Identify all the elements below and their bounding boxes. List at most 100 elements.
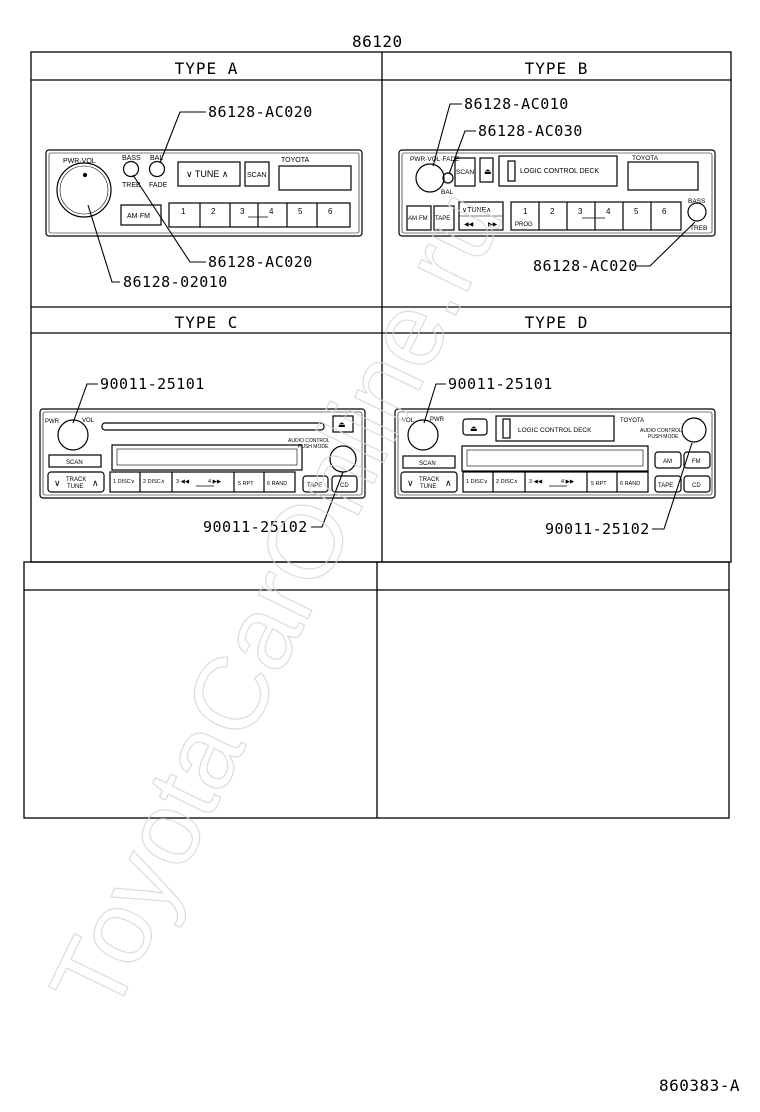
am-fm-button [406, 205, 432, 231]
label-push-mode: PUSH MODE [648, 434, 679, 440]
label-fade: FADE [149, 182, 168, 189]
cd-button [683, 475, 711, 493]
cassette-deck [498, 155, 618, 187]
eject-icon: ⏏ [338, 420, 346, 429]
label-pwr: PWR [45, 419, 60, 425]
preset-2: 2 DISC∧ [143, 479, 165, 485]
leader-lines [72, 383, 344, 528]
drawing-number: 860383-A [659, 1076, 741, 1095]
part-number-c-2: 90011-25102 [203, 518, 308, 536]
label-scan: SCAN [66, 460, 83, 466]
preset-4: 4 ▶▶ [208, 479, 222, 485]
display-window [278, 165, 352, 191]
preset-5: 5 [298, 207, 303, 216]
watermark-text: ToyotaCarOnline.ru [28, 174, 525, 1030]
diagram-title: 86120 [352, 32, 403, 51]
part-number-a-1: 86128-AC020 [208, 103, 313, 121]
label-brand: TOYOTA [281, 157, 309, 164]
preset-6: 6 [662, 207, 667, 216]
label-audio-control: AUDIO CONTROL [640, 428, 682, 434]
label-cd: CD [692, 483, 701, 489]
label-audio-control: AUDIO CONTROL [288, 438, 330, 444]
display-window [627, 161, 699, 191]
label-vol: VOL [82, 418, 95, 424]
label-tune: TUNE [420, 484, 436, 490]
part-number-d-1: 90011-25101 [448, 375, 553, 393]
eject-button [479, 157, 494, 183]
fast-forward-icon: ▶▶ [488, 222, 498, 228]
scan-button [402, 455, 456, 469]
preset-1: 1 DISC∨ [466, 479, 488, 485]
label-bass: BASS [122, 155, 141, 162]
preset-1: 1 DISC∨ [113, 479, 135, 485]
am-button [654, 451, 682, 469]
preset-5: 5 RPT [238, 481, 254, 487]
label-scan: SCAN [419, 461, 436, 467]
display-window [111, 444, 303, 471]
balance-fade-knob [148, 160, 166, 178]
tune-button [177, 161, 241, 187]
label-tape: TAPE [658, 483, 673, 489]
label-track: TRACK [66, 477, 86, 483]
scan-button [244, 161, 270, 187]
preset-2: 2 [550, 207, 555, 216]
label-tape: TAPE [435, 216, 450, 222]
part-number-c-1: 90011-25101 [100, 375, 205, 393]
scan-button [48, 454, 102, 468]
bass-treble-knob [122, 160, 140, 178]
leader-lines [423, 383, 693, 530]
preset-1: 1 [523, 207, 528, 216]
preset-4: 4 [269, 207, 274, 216]
part-number-b-3: 86128-AC020 [533, 257, 638, 275]
label-treb: TREB [690, 225, 707, 232]
rewind-icon: ◀◀ [464, 222, 474, 228]
label-pwr-vol: PWR·VOL [63, 158, 96, 165]
part-number-b-1: 86128-AC010 [464, 95, 569, 113]
tape-button [433, 205, 455, 231]
preset-6: 6 RAND [267, 481, 287, 487]
am-fm-button [120, 204, 162, 226]
display-window [461, 445, 649, 472]
panel-header-type-a: TYPE A [174, 59, 239, 78]
leader-lines [432, 103, 696, 267]
part-number-b-2: 86128-AC030 [478, 122, 583, 140]
label-brand: TOYOTA [632, 155, 659, 162]
power-volume-fade-knob [415, 163, 445, 193]
label-tune: ∨ TUNE ∧ [186, 169, 229, 179]
label-am-fm: AM·FM [127, 213, 150, 220]
label-track: TRACK [419, 477, 439, 483]
preset-3: 3 ◀◀ [176, 479, 190, 485]
preset-4: 4 ▶▶ [561, 479, 575, 485]
cassette-deck [495, 415, 615, 442]
label-deck: LOGIC CONTROL DECK [518, 427, 592, 434]
label-prog: PROG [515, 222, 533, 228]
label-am: AM [663, 459, 672, 465]
balance-knob [442, 172, 454, 184]
preset-6: 6 [328, 207, 333, 216]
chevron-up-icon: ∧ [445, 478, 452, 488]
label-scan: SCAN [456, 169, 474, 176]
label-push-mode: PUSH MODE [298, 444, 329, 450]
preset-3: 3 [578, 207, 583, 216]
eject-icon: ⏏ [484, 167, 492, 176]
label-bal: BAL [150, 155, 163, 162]
chevron-up-icon: ∧ [92, 478, 99, 488]
track-tune-button [400, 471, 458, 493]
track-tune-button [47, 471, 105, 493]
cd-slot [101, 422, 325, 431]
label-fm: FM [692, 459, 701, 465]
label-cd: CD [340, 483, 349, 489]
chevron-down-icon: ∨ [407, 478, 414, 488]
bass-treble-knob [687, 202, 707, 222]
chevron-down-icon: ∨ [54, 478, 61, 488]
scan-button [454, 157, 476, 187]
eject-icon: ⏏ [470, 424, 478, 433]
power-volume-knob [57, 419, 89, 451]
audio-control-knob [681, 417, 707, 443]
preset-2: 2 DISC∧ [496, 479, 518, 485]
